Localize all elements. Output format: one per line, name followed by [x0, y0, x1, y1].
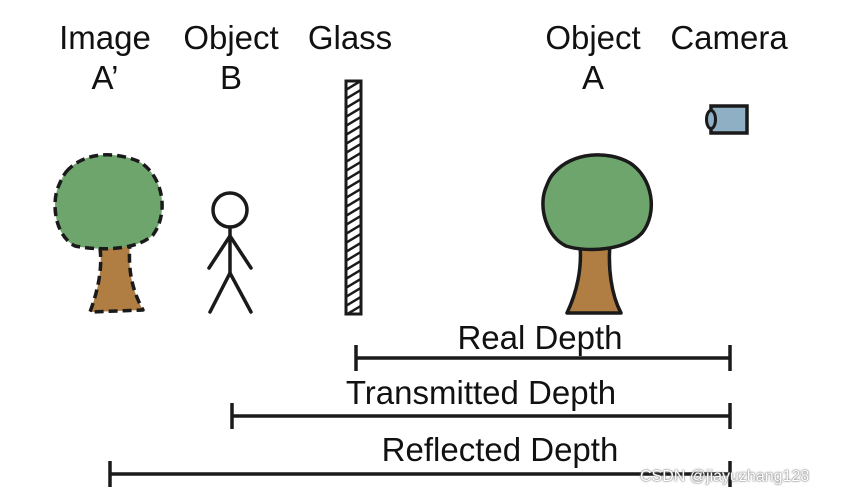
transmitted-depth-label: Transmitted Depth: [345, 374, 617, 411]
stick-figure-arms: [207, 232, 253, 270]
reflected-tree-foliage: [53, 153, 164, 251]
reflected-tree-trunk: [88, 241, 145, 314]
stick-figure-legs: [208, 269, 253, 314]
tree-foliage: [541, 153, 654, 252]
glass-pane: [344, 79, 364, 334]
real-depth-bar: [354, 345, 732, 371]
label-camera-text: Camera: [670, 19, 788, 56]
reflected-depth-bar: [108, 461, 732, 487]
label-glass-text: Glass: [307, 19, 393, 56]
tree-trunk: [565, 242, 623, 315]
glass-hatch-line: [344, 322, 364, 334]
real-depth-label: Real Depth: [457, 319, 623, 356]
stick-figure-head: [211, 191, 249, 229]
label-image-a-line2: A’: [91, 59, 119, 96]
stick-figure-object-b: [207, 191, 253, 314]
label-image-a-line1: Image: [59, 19, 151, 56]
label-object-b-line1: Object: [183, 19, 279, 56]
label-image-a: Image A’: [50, 18, 160, 98]
tree-object-a: [541, 153, 654, 315]
watermark: CSDN @jiayuzhang128: [640, 468, 810, 485]
label-object-a-line2: A: [581, 59, 604, 96]
label-object-b-line2: B: [219, 59, 242, 96]
reflected-depth-label: Reflected Depth: [381, 431, 619, 468]
label-object-a-line1: Object: [545, 19, 641, 56]
label-object-b: Object B: [173, 18, 289, 98]
reflected-tree-image: [53, 153, 164, 314]
label-glass: Glass: [300, 18, 400, 58]
transmitted-depth-bar: [230, 403, 732, 429]
label-camera: Camera: [659, 18, 799, 58]
camera-icon: [705, 104, 749, 135]
label-object-a: Object A: [535, 18, 651, 98]
